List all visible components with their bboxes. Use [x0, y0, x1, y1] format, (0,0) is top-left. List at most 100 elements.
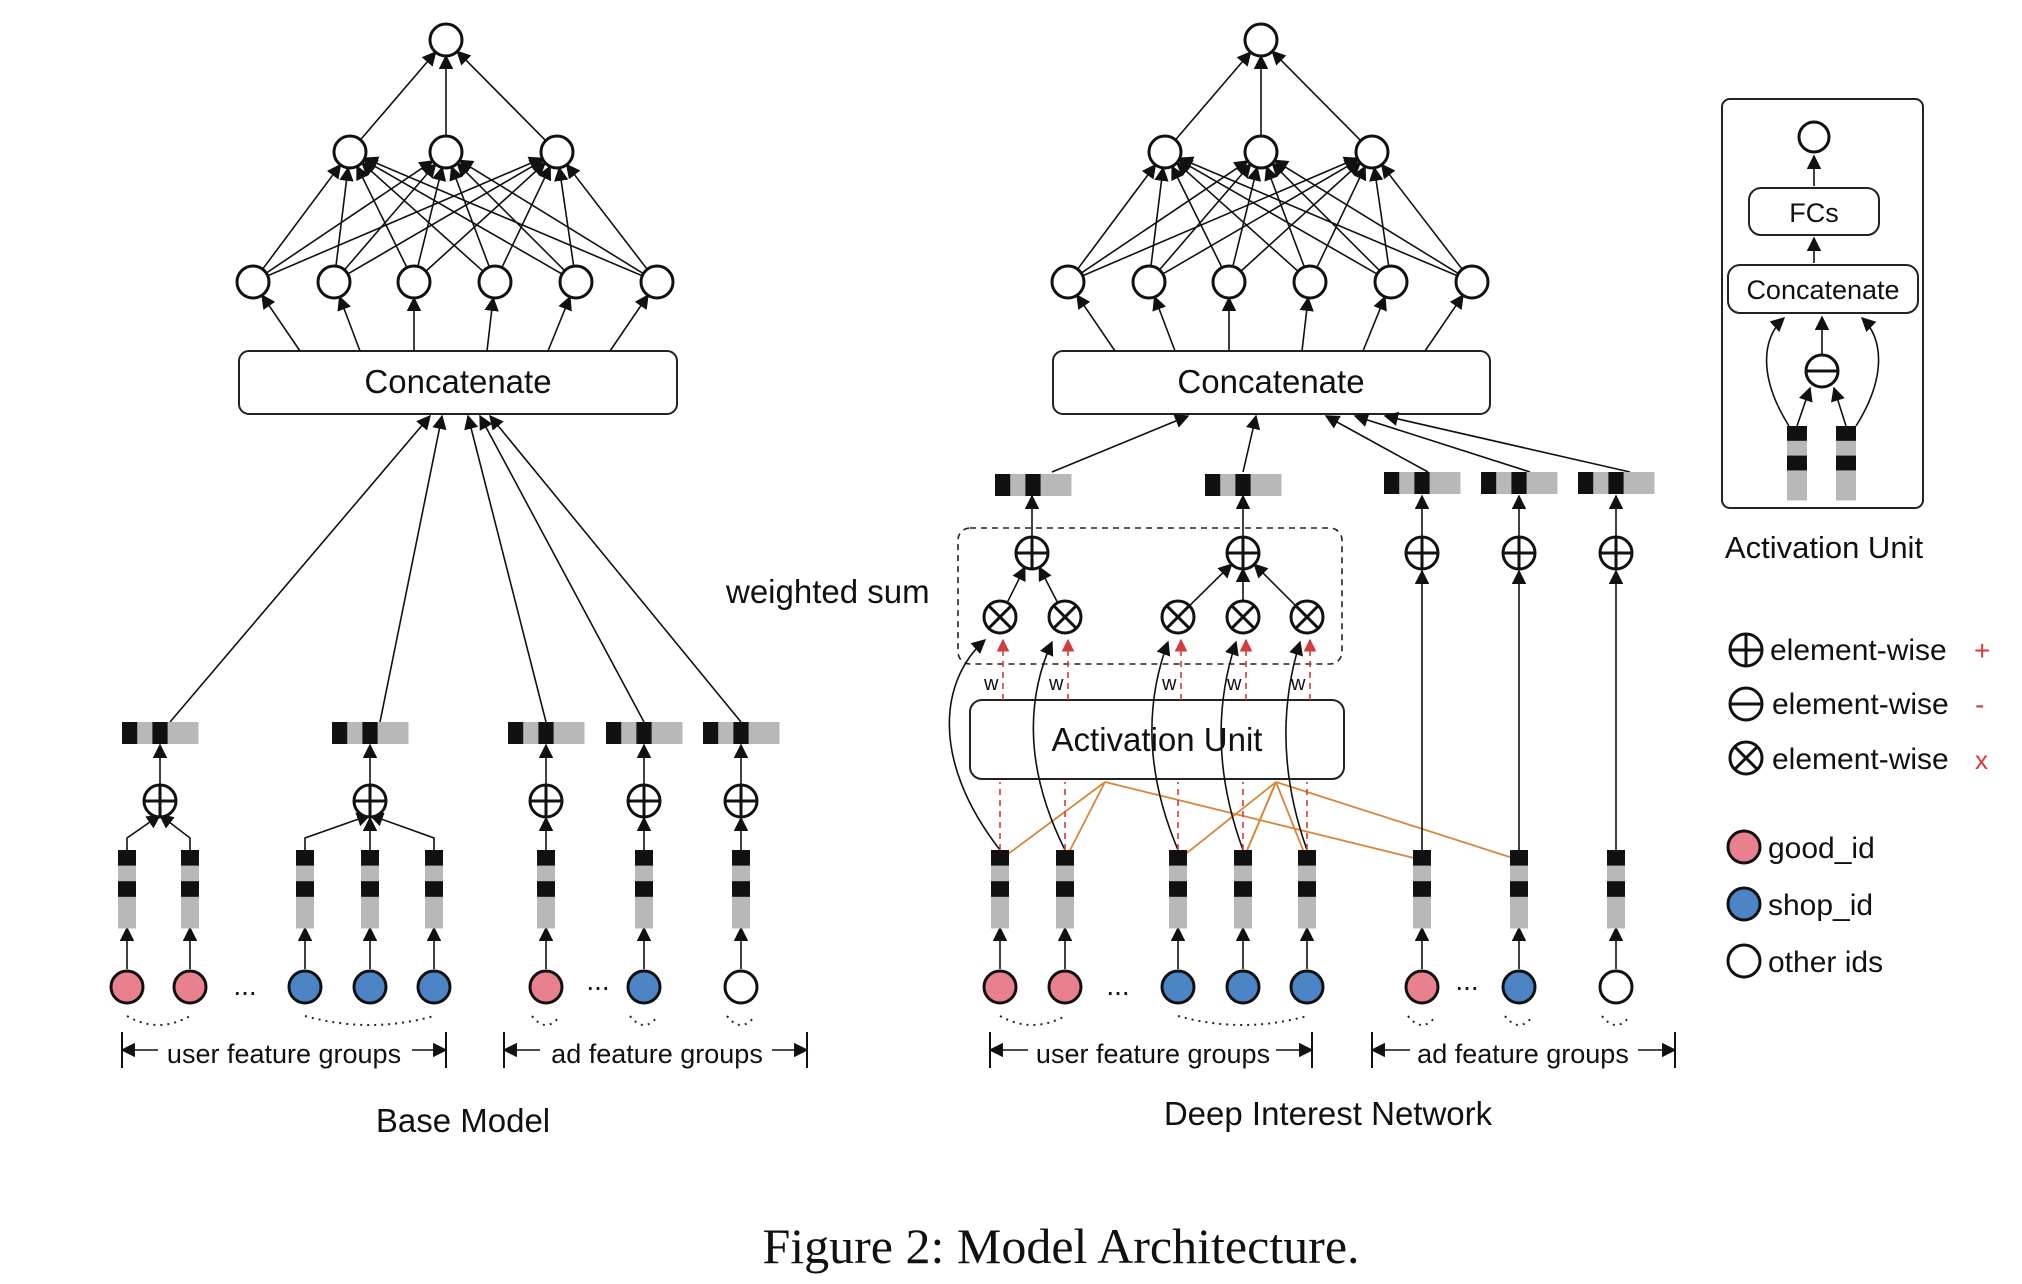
edges-layer	[119, 50, 1880, 1068]
legend-minus-icon	[1728, 686, 1764, 722]
base-embedding-4-seg	[425, 896, 443, 913]
figure-caption: Figure 2: Model Architecture.	[762, 1218, 1359, 1274]
din-dotted-ad-arc-1	[1407, 1015, 1437, 1026]
din-multiply-node-0-d2	[987, 604, 1013, 630]
base-embedding-7-seg	[732, 865, 750, 882]
base-id-circle-3	[352, 969, 388, 1005]
base-pooled-embedding-2-seg	[538, 722, 555, 744]
base-pooled-embedding-4-seg	[718, 722, 734, 744]
din-hidden1-node-0	[1050, 264, 1086, 300]
base-edge-bot-mid-0-1	[265, 160, 434, 274]
din-embedding-7-seg	[1607, 896, 1625, 913]
din-weight-label-4: w	[1290, 673, 1306, 695]
base-embedding-2-seg	[296, 850, 314, 867]
legend-plus-label: element-wise	[1770, 634, 1947, 667]
legend-minus-sign: -	[1975, 689, 1984, 720]
detail-embedding-right	[1836, 426, 1856, 501]
din-id-circle-2	[1160, 969, 1196, 1005]
base-edge-bot-mid-4-0	[362, 159, 563, 275]
din-pooled-embedding-user-0-seg	[1010, 474, 1026, 496]
legend-minus-row: element-wise -	[1772, 688, 1984, 721]
din-curve-emb0-mult	[948, 639, 1001, 851]
weighted-sum-box	[957, 527, 1343, 665]
base-embedding-6-seg	[635, 865, 653, 882]
detail-concatenate-label: Concatenate	[1746, 275, 1899, 305]
base-output-node	[428, 22, 464, 58]
base-edge-bot-mid-5-0	[363, 156, 643, 277]
fcs-box	[1748, 187, 1880, 236]
din-embedding-2-seg	[1169, 912, 1187, 929]
base-pooled-embedding-0-seg	[122, 722, 138, 744]
base-embedding-5-seg	[537, 850, 555, 867]
din-edge-bot-mid-2-0	[1171, 165, 1223, 268]
din-embedding-2	[1169, 850, 1187, 929]
din-id-circle-3	[1225, 969, 1261, 1005]
base-embedding-1-seg	[181, 896, 199, 913]
din-edge-bot-mid-3-0	[1175, 161, 1299, 272]
din-hidden2-node-1	[1243, 134, 1279, 170]
base-edge-bot-mid-2-0	[356, 165, 408, 268]
base-embedding-0-seg	[118, 881, 136, 898]
din-attention-line-ad-2	[1275, 781, 1520, 861]
base-pooled-embedding-4-seg	[748, 722, 765, 744]
legend-times-icon-d2	[1733, 745, 1759, 771]
din-edge-bot-mid-5-1	[1273, 159, 1459, 275]
din-hidden1-node-3	[1292, 264, 1328, 300]
legend-shop-id-icon	[1726, 886, 1762, 922]
din-pooled-embedding-user-0	[995, 474, 1072, 496]
din-edge-bot-mid-0-1	[1080, 160, 1249, 274]
din-edge-mid-top-2	[1271, 50, 1362, 142]
din-panel: Concatenate weighted sum Activation Unit…	[725, 350, 1629, 1132]
din-edge-pooled-concat-3	[1353, 413, 1531, 473]
base-edge-bot-mid-3-0	[360, 161, 484, 272]
din-curve-emb2-mult	[1151, 640, 1179, 851]
din-embedding-1-seg	[1056, 865, 1074, 882]
base-embedding-2-seg	[296, 912, 314, 929]
din-multiply-node-2-d2	[1165, 604, 1191, 630]
din-edge-bot-mid-0-2	[1082, 156, 1359, 277]
din-embedding-3-seg	[1234, 896, 1252, 913]
din-embedding-6-seg	[1510, 865, 1528, 882]
base-edge-bot-mid-1-2	[347, 159, 545, 275]
base-edge-emb-pool-0-0	[126, 814, 162, 850]
base-sum-pool-1	[352, 783, 388, 819]
din-dotted-user-arc-2	[1177, 1015, 1308, 1026]
base-pooled-embedding-3-seg	[606, 722, 622, 744]
base-embedding-3-seg	[361, 850, 379, 867]
detail-concatenate-box	[1727, 264, 1919, 314]
base-edge-concat-hidden1-1	[337, 295, 361, 352]
din-weight-label-0: w	[983, 673, 999, 695]
base-edge-emb-pool-0-1	[158, 814, 191, 850]
din-embedding-1-seg	[1056, 896, 1074, 913]
fcs-label: FCs	[1789, 198, 1839, 228]
din-pooled-embedding-user-0-seg	[1025, 474, 1042, 496]
base-edge-bot-mid-2-1	[417, 166, 447, 267]
base-hidden2-node-1	[428, 134, 464, 170]
base-dotted-ad-arc-1	[531, 1015, 561, 1026]
din-embedding-1-seg	[1056, 881, 1074, 898]
din-ellipsis-user: ...	[1106, 970, 1129, 1001]
base-embedding-4	[425, 850, 443, 929]
din-edge-mult-sum-2	[1188, 563, 1233, 607]
din-curve-emb1-mult	[1032, 640, 1066, 851]
din-ad-pooled-embedding-0-seg	[1399, 472, 1415, 494]
base-edge-mid-top-2	[456, 50, 547, 142]
base-embedding-6-seg	[635, 896, 653, 913]
din-pooled-embedding-user-1-seg	[1235, 474, 1252, 496]
din-embedding-0	[991, 850, 1009, 929]
din-embedding-7-seg	[1607, 881, 1625, 898]
base-edge-concat-hidden1-4	[547, 295, 572, 352]
din-embedding-7	[1607, 850, 1625, 929]
base-edge-bot-mid-0-0	[261, 163, 342, 270]
din-ad-sum-pool-2	[1598, 535, 1634, 571]
din-ad-pooled-embedding-1-seg	[1526, 472, 1543, 494]
detail-embedding-left	[1787, 426, 1807, 501]
din-concatenate-box	[1052, 350, 1491, 415]
base-embedding-6-seg	[635, 912, 653, 929]
din-embedding-0-seg	[991, 912, 1009, 929]
base-embedding-7-seg	[732, 896, 750, 913]
legend-shop-id-row: shop_id	[1768, 889, 1873, 922]
base-id-circle-2	[287, 969, 323, 1005]
base-sum-pool-4	[723, 783, 759, 819]
din-ad-pooled-embedding-1	[1481, 472, 1558, 494]
